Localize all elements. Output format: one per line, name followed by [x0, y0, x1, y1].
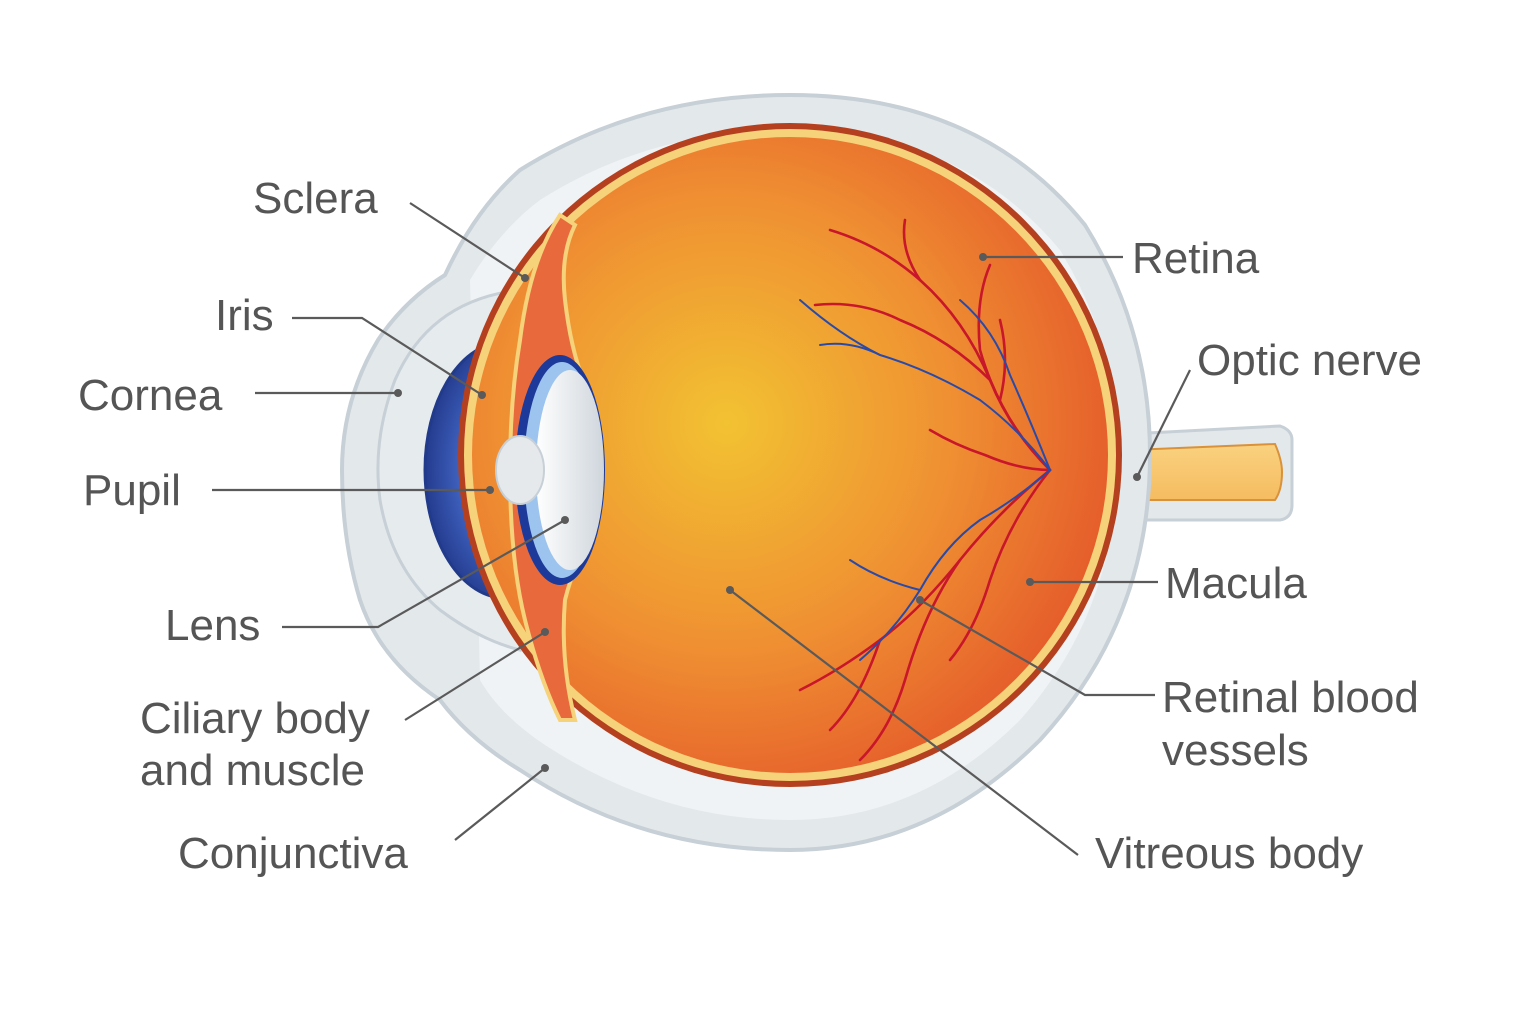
vitreous-leader: [729, 589, 1079, 856]
conjunctiva-leader: [454, 767, 546, 841]
label-retina: Retina: [1132, 234, 1260, 283]
label-pupil: Pupil: [83, 466, 181, 515]
label-cornea: Cornea: [78, 371, 223, 420]
label-retinal-vessels-line1: Retinal blood: [1162, 673, 1419, 722]
retinal-vessels-leader: [919, 599, 1155, 697]
iris-leader: [292, 316, 483, 396]
lens-leader: [282, 519, 566, 629]
label-retinal-vessels-line2: vessels: [1162, 726, 1309, 775]
labels: Sclera Iris Cornea Pupil Lens Ciliary bo…: [78, 174, 1422, 878]
label-ciliary-line2: and muscle: [140, 746, 365, 795]
label-lens: Lens: [165, 601, 260, 650]
leader-lines: [212, 202, 1191, 856]
label-vitreous-body: Vitreous body: [1095, 829, 1363, 878]
label-sclera: Sclera: [253, 174, 378, 223]
retinal-veins: [799, 299, 1051, 661]
ciliary-leader: [404, 631, 546, 721]
label-ciliary-line1: Ciliary body: [140, 694, 370, 743]
label-macula: Macula: [1165, 559, 1307, 608]
label-optic-nerve: Optic nerve: [1197, 336, 1422, 385]
lens-shape: [495, 355, 605, 585]
label-conjunctiva: Conjunctiva: [178, 829, 408, 878]
label-iris: Iris: [215, 291, 274, 340]
optic-nerve-leader: [1136, 369, 1191, 478]
sclera-leader: [409, 202, 526, 279]
